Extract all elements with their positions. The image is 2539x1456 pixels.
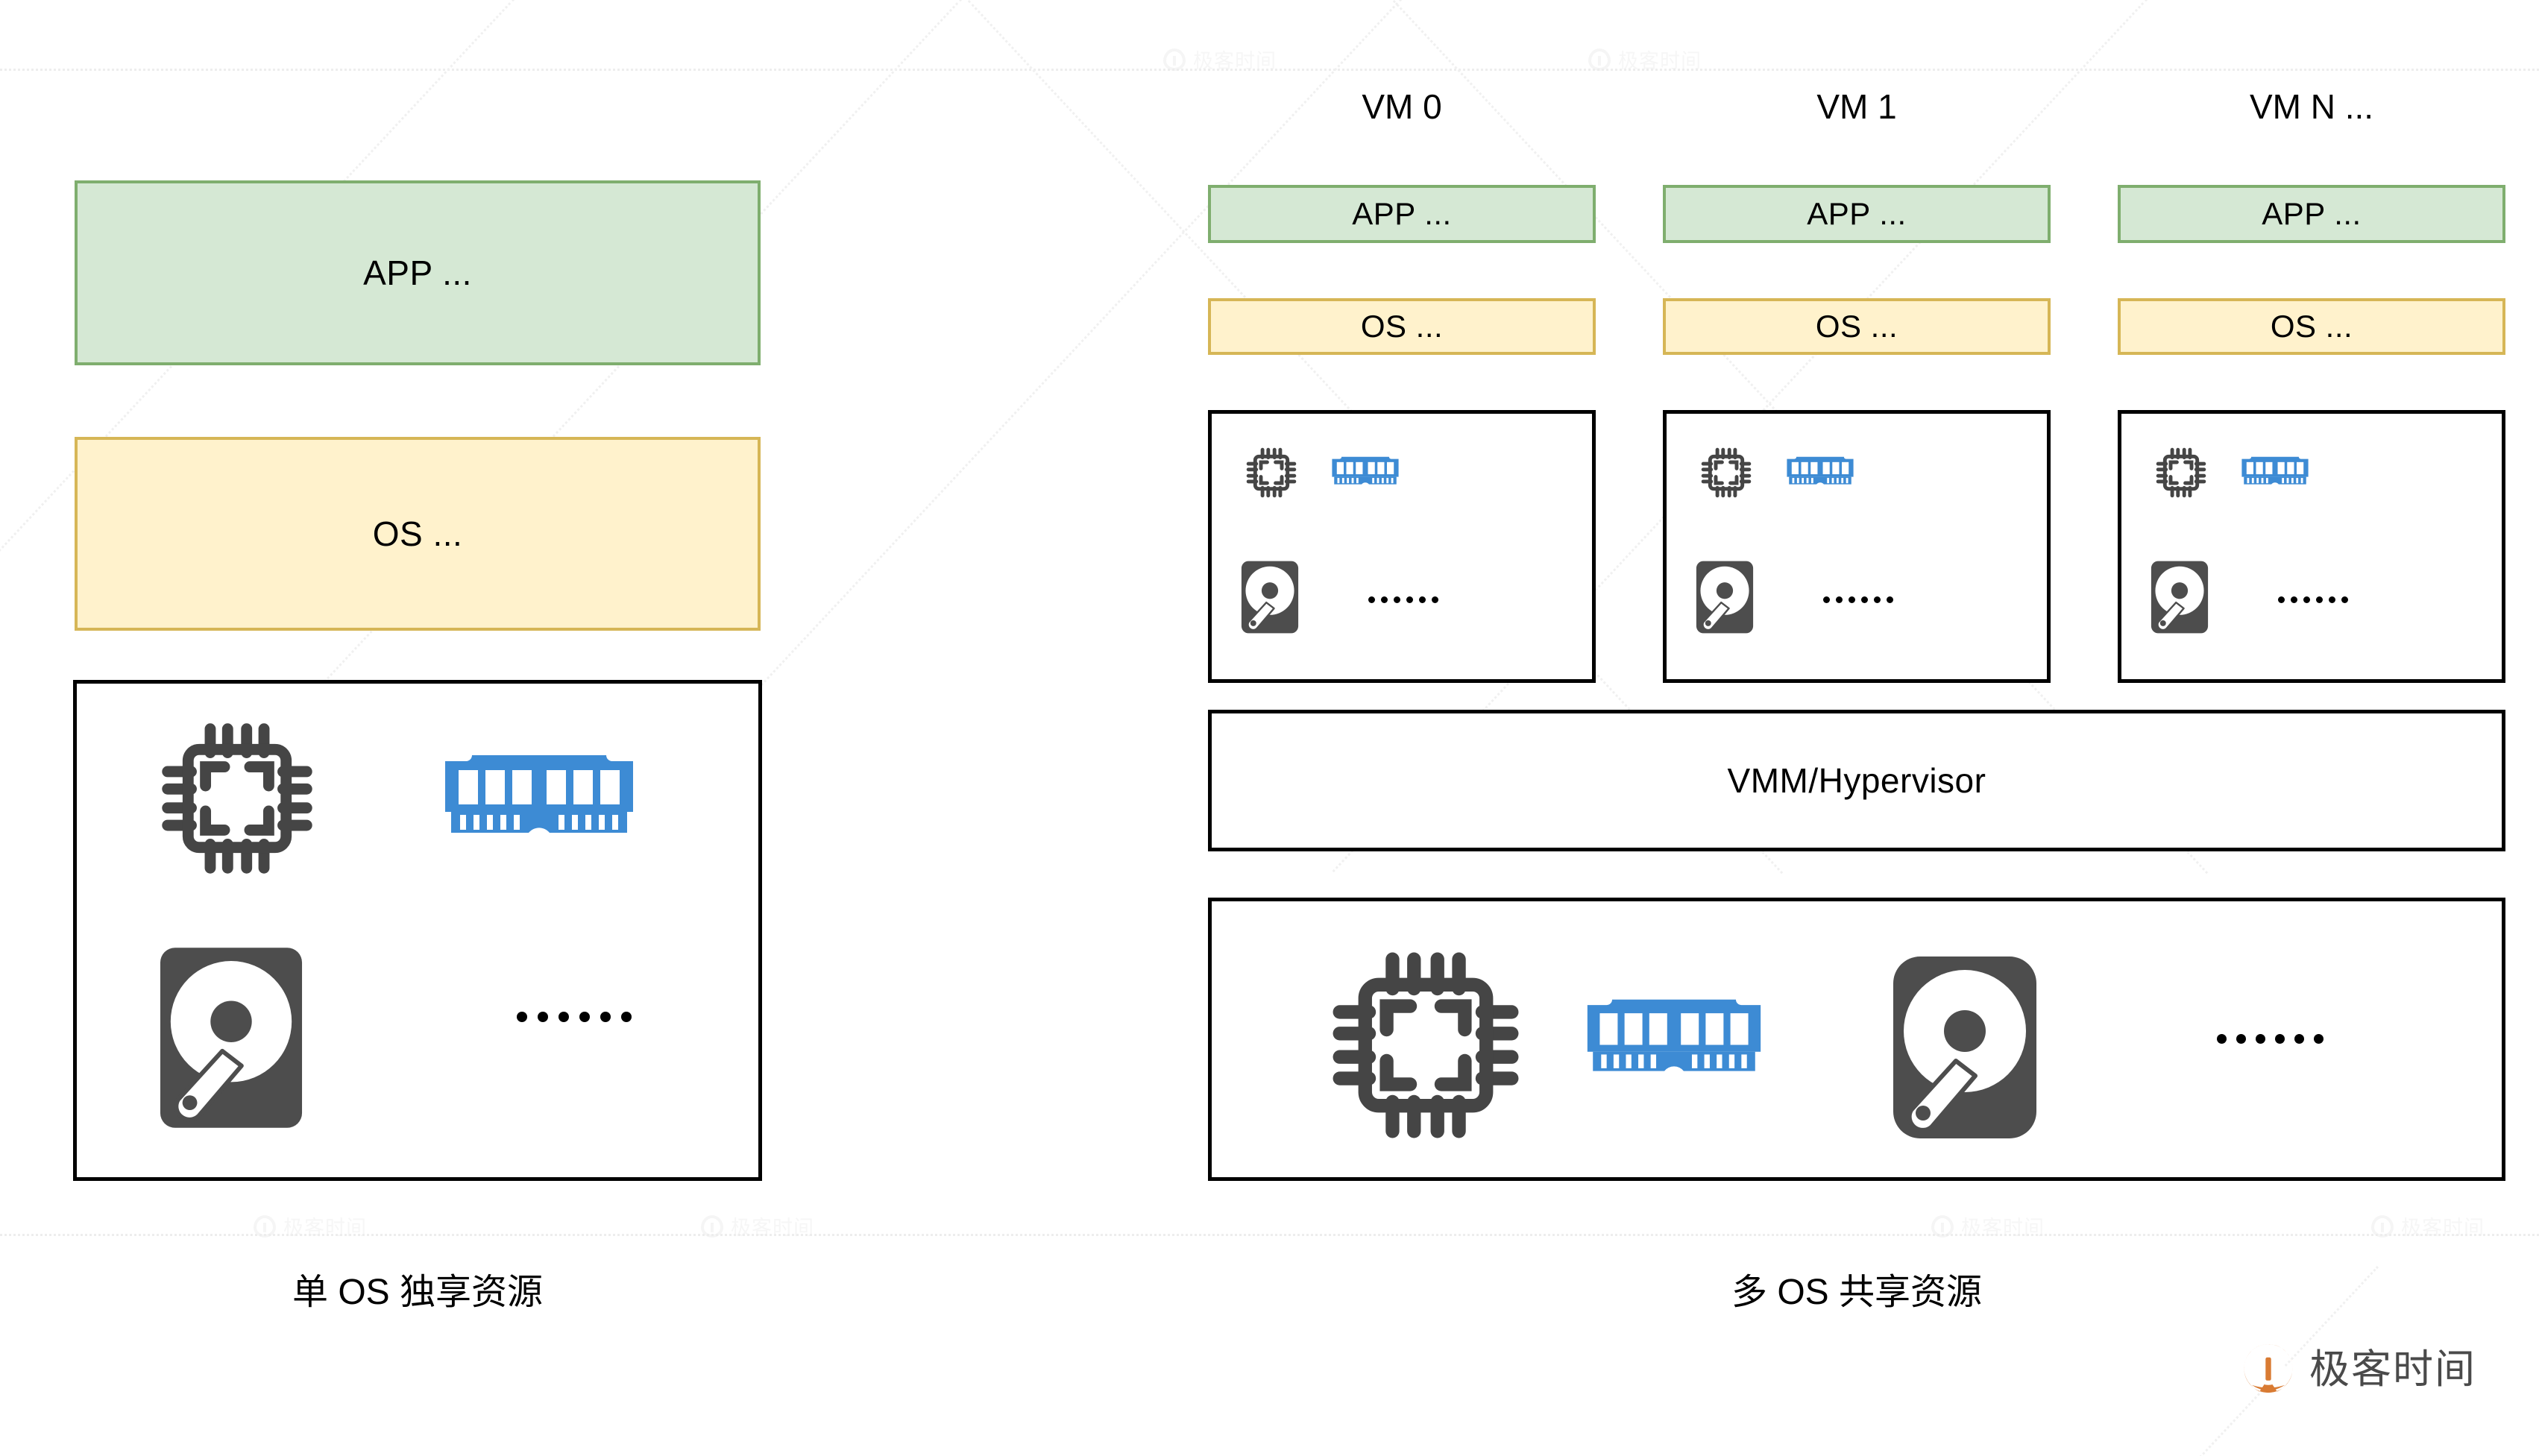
hdd-icon xyxy=(2150,560,2209,634)
vm1-app-box[interactable]: APP ... xyxy=(1663,185,2051,243)
vm0-hardware-ellipsis xyxy=(1368,596,1438,603)
watermark-text: 极客时间 xyxy=(731,1217,814,1239)
right-caption: 多 OS 共享资源 xyxy=(1731,1273,1983,1312)
cpu-icon xyxy=(2154,447,2208,499)
ram-icon xyxy=(1585,997,1764,1085)
geektime-mark-icon xyxy=(1931,1214,1954,1238)
ram-icon xyxy=(442,752,636,848)
vm-title-2: VM N ... xyxy=(2249,87,2374,126)
vm0-app-label: APP ... xyxy=(1352,196,1452,231)
watermark-text: 极客时间 xyxy=(1193,50,1277,72)
geektime-mark-icon xyxy=(2371,1214,2394,1238)
geektime-mark-icon xyxy=(1163,48,1186,71)
vm1-os-label: OS ... xyxy=(1815,309,1898,344)
cpu-icon xyxy=(1245,447,1298,499)
geektime-mark-icon xyxy=(1588,48,1611,71)
vm2-app-box[interactable]: APP ... xyxy=(2118,185,2505,243)
vm2-os-box[interactable]: OS ... xyxy=(2118,298,2505,355)
watermark: 极客时间 xyxy=(1931,1211,2045,1241)
vm-title-1: VM 1 xyxy=(1816,87,1897,126)
vmm-label: VMM/Hypervisor xyxy=(1727,761,1986,800)
vm2-os-label: OS ... xyxy=(2270,309,2353,344)
left-hardware-ellipsis xyxy=(517,1012,632,1022)
left-os-label: OS ... xyxy=(372,514,463,553)
ram-icon xyxy=(1331,456,1400,490)
vm1-hardware-ellipsis xyxy=(1823,596,1893,603)
hdd-icon xyxy=(157,945,305,1131)
right-hardware-box[interactable] xyxy=(1208,898,2505,1181)
ram-icon xyxy=(2241,456,2309,490)
ram-icon xyxy=(1786,456,1854,490)
vm-title-0: VM 0 xyxy=(1362,87,1442,126)
cpu-icon xyxy=(155,719,319,877)
hdd-icon xyxy=(1890,948,2039,1147)
left-caption: 单 OS 独享资源 xyxy=(292,1273,544,1312)
left-os-box[interactable]: OS ... xyxy=(75,437,761,631)
cpu-icon xyxy=(1325,948,1526,1143)
watermark-text: 极客时间 xyxy=(1618,50,1702,72)
left-hardware-box[interactable] xyxy=(73,680,762,1181)
geektime-logo-icon xyxy=(2241,1342,2296,1397)
left-app-label: APP ... xyxy=(363,253,472,292)
vm0-os-label: OS ... xyxy=(1360,309,1444,344)
watermark-text: 极客时间 xyxy=(283,1217,367,1239)
vm0-os-box[interactable]: OS ... xyxy=(1208,298,1596,355)
cpu-icon xyxy=(1699,447,1753,499)
hdd-icon xyxy=(1695,560,1755,634)
watermark: 极客时间 xyxy=(254,1211,367,1241)
vmm-hypervisor-box[interactable]: VMM/Hypervisor xyxy=(1208,710,2505,851)
geektime-mark-icon xyxy=(254,1214,276,1238)
vm1-os-box[interactable]: OS ... xyxy=(1663,298,2051,355)
watermark-text: 极客时间 xyxy=(1961,1217,2045,1239)
watermark: 极客时间 xyxy=(701,1211,814,1241)
right-hardware-ellipsis xyxy=(2217,1034,2324,1044)
watermark-text: 极客时间 xyxy=(2401,1217,2485,1239)
divider xyxy=(0,69,2539,71)
geektime-mark-icon xyxy=(701,1214,723,1238)
left-app-box[interactable]: APP ... xyxy=(75,180,761,365)
vm2-app-label: APP ... xyxy=(2262,196,2362,231)
divider xyxy=(0,1234,2539,1236)
vm2-hardware-box[interactable] xyxy=(2118,410,2505,683)
brand-logo: 极客时间 xyxy=(2241,1342,2476,1397)
vm0-hardware-box[interactable] xyxy=(1208,410,1596,683)
watermark: 极客时间 xyxy=(2371,1211,2485,1241)
vm1-app-label: APP ... xyxy=(1807,196,1907,231)
watermark: 极客时间 xyxy=(1163,45,1277,74)
watermark: 极客时间 xyxy=(1588,45,1702,74)
brand-text: 极客时间 xyxy=(2309,1347,2476,1392)
vm0-app-box[interactable]: APP ... xyxy=(1208,185,1596,243)
vm1-hardware-box[interactable] xyxy=(1663,410,2051,683)
hdd-icon xyxy=(1240,560,1300,634)
vm2-hardware-ellipsis xyxy=(2278,596,2348,603)
